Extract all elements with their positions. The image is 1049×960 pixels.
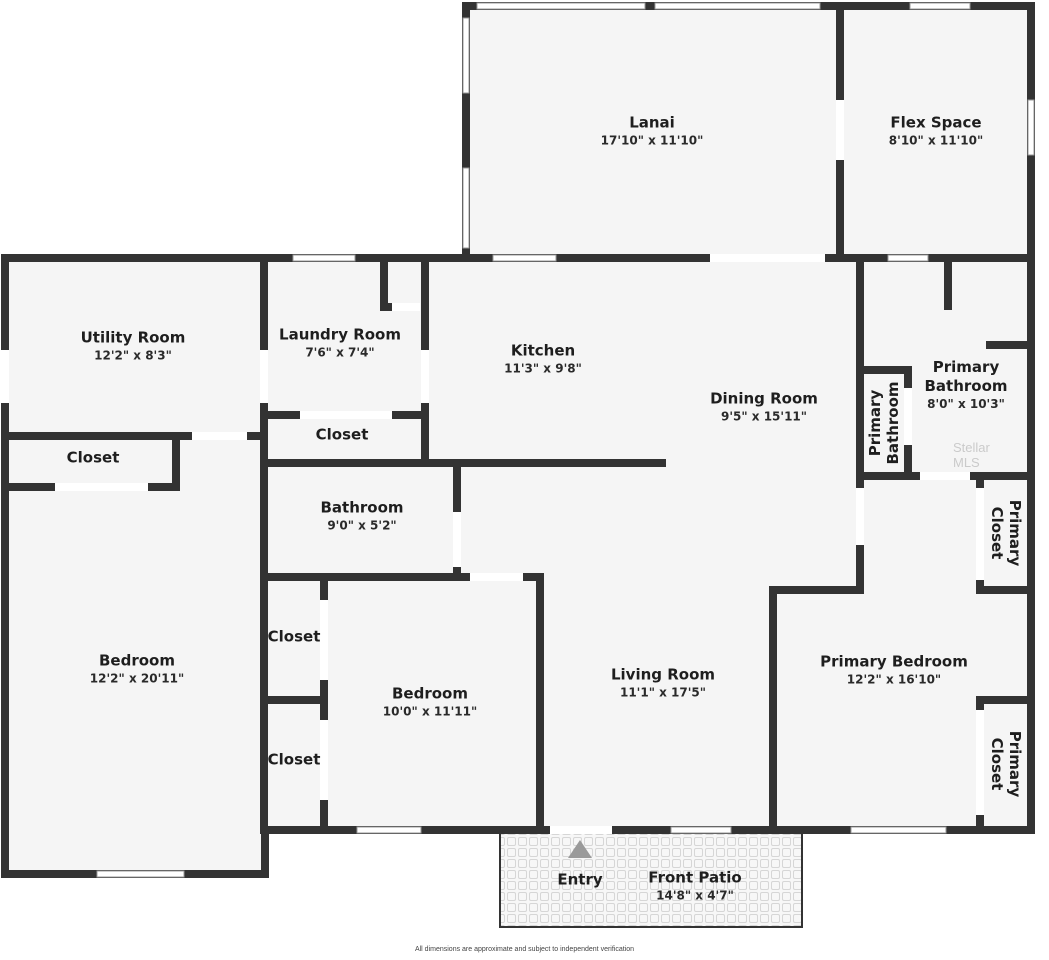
watermark: Stellar MLS	[953, 440, 990, 470]
doorways	[1, 100, 984, 834]
footer-disclaimer: All dimensions are approximate and subje…	[414, 946, 635, 953]
windows	[96, 2, 1035, 878]
front-patio-area	[499, 829, 803, 928]
entry-arrow-icon	[568, 840, 592, 858]
